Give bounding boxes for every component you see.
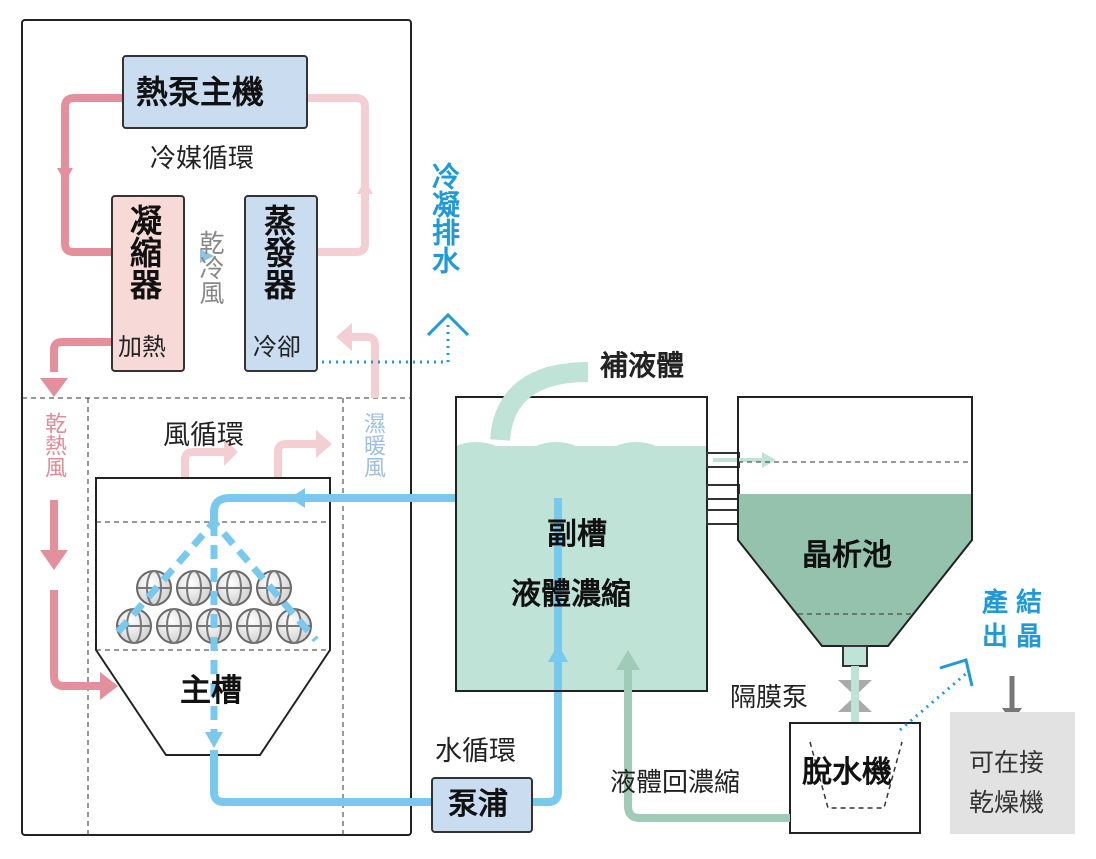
overflow-arrow-head	[762, 452, 776, 468]
crystallizer-liquid	[738, 494, 972, 646]
aux-tank-box	[455, 396, 708, 692]
condenser-label: 凝縮器	[125, 204, 163, 300]
diaphragm-pump-label: 隔膜泵	[730, 683, 809, 713]
crystallizer-label: 晶析池	[802, 538, 892, 573]
dryer-label-1: 可在接	[969, 748, 1045, 777]
overflow-pipe-3	[706, 509, 740, 525]
hot-air-into-tank	[50, 590, 102, 690]
hot-air-into-tank-arrow	[100, 672, 118, 700]
refrigerant-arrow-down	[57, 168, 73, 182]
wind-loop-label: 風循環	[163, 420, 244, 451]
ball	[216, 570, 252, 606]
warm-air-return	[348, 333, 379, 398]
dry-hot-air-label: 乾熱風	[41, 412, 66, 478]
water-spray-arrow	[205, 732, 223, 748]
water-loop-arrow	[290, 488, 305, 508]
dry-hot-air-arrow-2	[40, 550, 68, 570]
ball	[156, 608, 192, 644]
water-up-arrow	[548, 644, 568, 662]
heat-pump-box	[122, 55, 308, 129]
refrigerant-loop-right	[308, 94, 369, 256]
return-concentrate-label: 液體回濃縮	[610, 768, 741, 798]
return-concentrate-arrow	[616, 650, 640, 670]
pump-box	[431, 777, 533, 833]
dryer-box	[950, 712, 1075, 834]
aux-tank-label-2: 液體濃縮	[511, 577, 631, 612]
warm-air-up-2	[274, 440, 318, 555]
product-dotted-line	[899, 670, 969, 732]
condensate-drain-label: 冷凝排水	[428, 162, 461, 274]
ball	[236, 608, 272, 644]
refrigerant-loop-label: 冷媒循環	[150, 144, 255, 174]
evaporator-label: 蒸發器	[259, 204, 297, 300]
warm-air-up-arrow-2	[316, 430, 332, 458]
dry-cold-air-label: 乾冷風	[196, 230, 225, 305]
pump-label: 泵浦	[448, 787, 508, 822]
evaporator-sub-label: 冷卻	[253, 333, 301, 361]
dryer-label-2: 乾燥機	[969, 788, 1045, 817]
refill-liquid-arrow	[490, 362, 589, 442]
refrigerant-arrow-up	[357, 180, 373, 194]
evaporator-box	[244, 195, 318, 372]
outer-frame	[21, 19, 412, 836]
condensate-dotted-line	[322, 320, 450, 364]
heat-pump-label: 熱泵主機	[136, 73, 265, 111]
crystallizer-tank	[737, 396, 973, 647]
warm-air-up-arrow-1	[224, 438, 238, 466]
aux-tank-label-1: 副槽	[547, 517, 607, 552]
main-tank-label: 主槽	[180, 673, 242, 709]
overflow-pipe-2	[706, 484, 740, 500]
dehydrator-label: 脫水機	[802, 755, 892, 790]
return-concentrate-line	[624, 668, 790, 822]
refill-liquid-label: 補液體	[600, 349, 685, 382]
product-label-1: 產結	[982, 588, 1051, 618]
condenser-sub-label: 加熱	[118, 333, 166, 361]
product-caret	[939, 658, 974, 687]
aux-tank-wave	[456, 442, 706, 450]
water-loop-label: 水循環	[435, 736, 516, 767]
warm-air-up-1	[181, 448, 226, 560]
condensate-caret	[426, 312, 470, 337]
aux-tank-liquid	[456, 446, 706, 691]
dry-cold-air-arrowhead	[200, 249, 214, 263]
ball	[176, 570, 212, 606]
dry-hot-air-arrow-1	[40, 378, 68, 397]
ball	[276, 608, 312, 644]
humid-warm-air-label: 濕暖風	[360, 412, 385, 478]
crystallizer-outlet	[842, 645, 868, 667]
dry-hot-air-path	[50, 338, 113, 372]
media-balls	[116, 570, 312, 644]
condenser-box	[111, 195, 185, 372]
dehydrator-box	[789, 722, 921, 834]
warm-air-return-arrow	[336, 323, 352, 351]
product-label-2: 出晶	[982, 622, 1051, 652]
